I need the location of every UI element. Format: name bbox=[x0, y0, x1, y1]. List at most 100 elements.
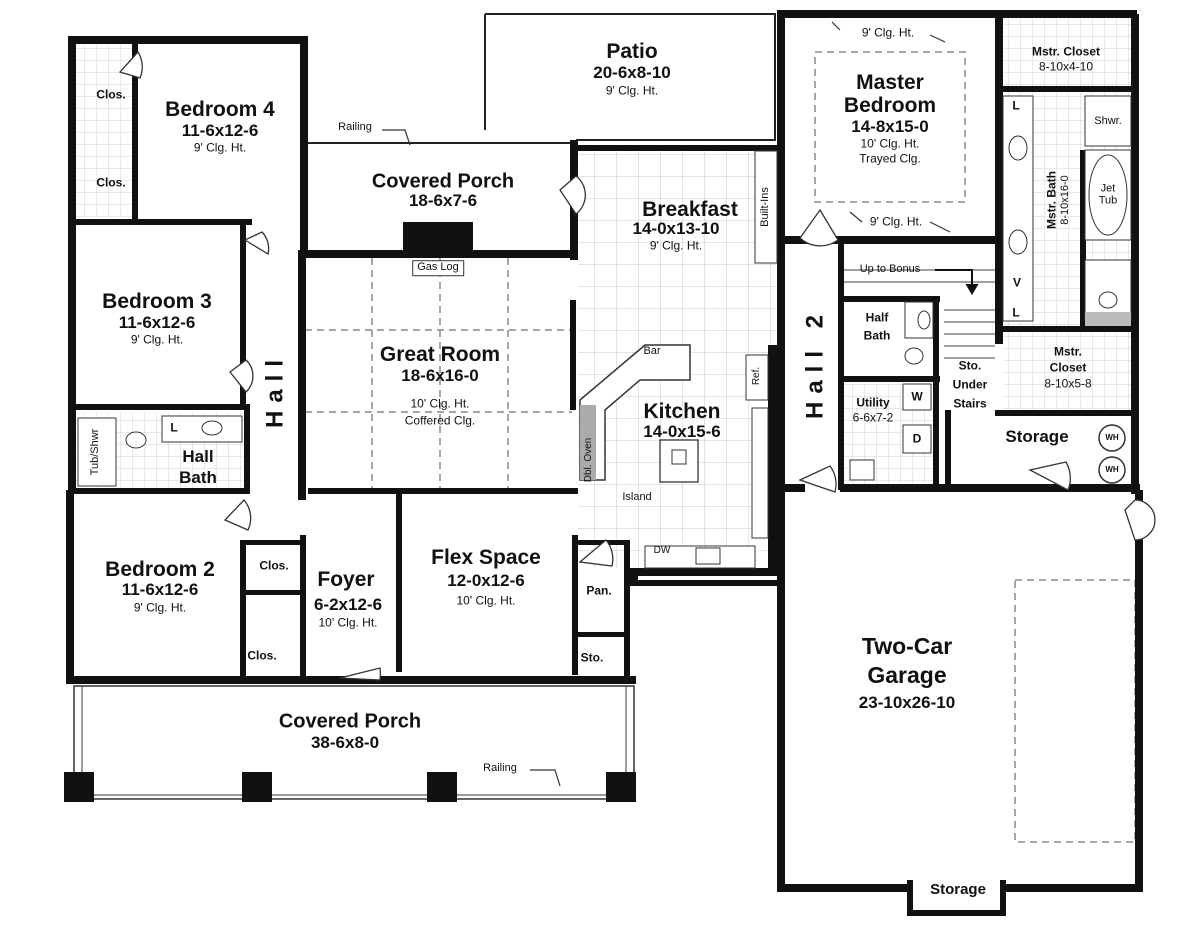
sto-under-stairs-2: Under bbox=[952, 377, 988, 392]
bar-label: Bar bbox=[643, 345, 661, 358]
half-bath-name-1: Half bbox=[865, 310, 889, 325]
hall-bath-lav-label: L bbox=[170, 420, 178, 435]
breakfast-dims: 14-0x13-10 bbox=[632, 219, 720, 239]
mstr-bath-name: Mstr. Bath bbox=[1044, 170, 1059, 230]
mstr-closet-bottom-name-2: Closet bbox=[1049, 360, 1087, 375]
ref-label: Ref. bbox=[750, 366, 762, 386]
sto-under-stairs-1: Sto. bbox=[958, 358, 982, 373]
garage-name-2: Garage bbox=[867, 661, 947, 688]
storage-small-label: Sto. bbox=[580, 650, 604, 665]
great-room-name: Great Room bbox=[379, 342, 501, 366]
dryer-label: D bbox=[912, 431, 922, 446]
gas-log-label: Gas Log bbox=[412, 260, 464, 276]
doors bbox=[118, 50, 1156, 681]
washer-label: W bbox=[911, 389, 923, 404]
water-heater-label-2: WH bbox=[1105, 464, 1119, 474]
dw-label: DW bbox=[653, 544, 671, 556]
master-ceiling-bottom: 9' Clg. Ht. bbox=[869, 214, 923, 229]
great-room-ceiling-type: Coffered Clg. bbox=[404, 413, 476, 428]
front-porch-dims: 38-6x8-0 bbox=[310, 733, 380, 753]
closet-label-1: Clos. bbox=[96, 87, 126, 102]
island-label: Island bbox=[622, 491, 652, 504]
clg-leaders bbox=[831, 21, 951, 233]
patio-outline bbox=[484, 13, 776, 141]
hall2-label: Hall 2 bbox=[801, 306, 829, 420]
mstr-closet-top-name: Mstr. Closet bbox=[1031, 44, 1101, 59]
hall-bath-name-2: Bath bbox=[179, 468, 217, 488]
storage-mid-name: Storage bbox=[1005, 427, 1069, 447]
garage-storage-name: Storage bbox=[930, 881, 986, 899]
front-porch-name: Covered Porch bbox=[278, 710, 422, 733]
bedroom4-ceiling: 9' Clg. Ht. bbox=[193, 140, 247, 155]
master-bedroom-ceiling: 10' Clg. Ht. bbox=[860, 136, 920, 151]
vanity-label: V bbox=[1012, 275, 1022, 290]
foyer-dims: 6-2x12-6 bbox=[313, 595, 383, 615]
sto-under-stairs-3: Stairs bbox=[953, 396, 987, 411]
patio-dims: 20-6x8-10 bbox=[593, 63, 671, 83]
breakfast-name: Breakfast bbox=[642, 197, 738, 221]
mstr-closet-bottom-name-1: Mstr. bbox=[1053, 344, 1083, 359]
master-bedroom-name-1: Master bbox=[856, 70, 924, 94]
shower-label: Shwr. bbox=[1094, 115, 1122, 128]
bath-fixtures bbox=[77, 95, 1132, 487]
mstr-bath-lav-label-1: L bbox=[1012, 98, 1020, 113]
rear-porch-dims: 18-6x7-6 bbox=[408, 191, 478, 211]
kitchen-name: Kitchen bbox=[643, 399, 721, 423]
mstr-closet-top-floor bbox=[1003, 18, 1135, 90]
pantry-label: Pan. bbox=[586, 583, 612, 598]
half-bath-name-2: Bath bbox=[863, 328, 891, 343]
master-ceiling-top: 9' Clg. Ht. bbox=[861, 25, 915, 40]
mstr-closet-bottom-floor bbox=[1003, 330, 1135, 415]
bedroom2-name: Bedroom 2 bbox=[105, 557, 215, 581]
bedroom3-name: Bedroom 3 bbox=[102, 289, 212, 313]
jet-tub-label: Jet Tub bbox=[1098, 182, 1118, 206]
hall-bath-name-1: Hall bbox=[182, 447, 214, 467]
great-room-dims: 18-6x16-0 bbox=[401, 366, 479, 386]
tray-ceiling bbox=[814, 51, 966, 203]
up-to-bonus-label: Up to Bonus bbox=[859, 263, 921, 276]
flex-space-ceiling: 10' Clg. Ht. bbox=[456, 593, 516, 608]
walls bbox=[66, 10, 1143, 916]
utility-dims: 6-6x7-2 bbox=[852, 410, 894, 425]
railing-label-front: Railing bbox=[483, 762, 517, 775]
mstr-bath-dims: 8-10x16-0 bbox=[1059, 175, 1072, 225]
front-porch bbox=[64, 685, 636, 802]
foyer-name: Foyer bbox=[317, 567, 375, 591]
rear-porch-name: Covered Porch bbox=[371, 170, 515, 193]
garage-dims: 23-10x26-10 bbox=[858, 693, 956, 713]
utility-name: Utility bbox=[856, 395, 890, 410]
water-heater-label-1: WH bbox=[1105, 432, 1119, 442]
garage-parking-area bbox=[1014, 579, 1136, 843]
kitchen-fixtures bbox=[579, 150, 778, 569]
master-bedroom-name-2: Bedroom bbox=[843, 93, 937, 117]
dbl-oven-label: Dbl. Oven bbox=[582, 437, 594, 483]
patio-ceiling: 9' Clg. Ht. bbox=[605, 83, 659, 98]
bedroom3-ceiling: 9' Clg. Ht. bbox=[130, 332, 184, 347]
mstr-closet-top-dims: 8-10x4-10 bbox=[1038, 59, 1094, 74]
bedroom2-ceiling: 9' Clg. Ht. bbox=[133, 600, 187, 615]
master-bedroom-dims: 14-8x15-0 bbox=[851, 117, 929, 137]
closet-label-3: Clos. bbox=[259, 558, 289, 573]
master-bedroom-ceiling-type: Trayed Clg. bbox=[859, 151, 921, 166]
stairs bbox=[844, 269, 995, 359]
closet-label-2: Clos. bbox=[96, 175, 126, 190]
mstr-bath-lav-label-2: L bbox=[1012, 305, 1020, 320]
patio-name: Patio bbox=[606, 39, 658, 63]
flex-space-dims: 12-0x12-6 bbox=[447, 571, 525, 591]
bedroom4-dims: 11-6x12-6 bbox=[181, 121, 259, 141]
hall-label: Hall bbox=[261, 351, 289, 429]
built-ins-label: Built-Ins bbox=[759, 187, 772, 227]
railing-label-rear: Railing bbox=[338, 121, 372, 134]
tub-shower-label: Tub/Shwr bbox=[89, 428, 102, 476]
bedroom2-dims: 11-6x12-6 bbox=[121, 580, 199, 600]
breakfast-ceiling: 9' Clg. Ht. bbox=[649, 238, 703, 253]
kitchen-dims: 14-0x15-6 bbox=[643, 422, 721, 442]
closet-label-4: Clos. bbox=[247, 648, 277, 663]
bedroom4-name: Bedroom 4 bbox=[165, 97, 275, 121]
mstr-closet-bottom-dims: 8-10x5-8 bbox=[1044, 376, 1092, 391]
bedroom3-dims: 11-6x12-6 bbox=[118, 313, 196, 333]
great-room-ceiling: 10' Clg. Ht. bbox=[410, 396, 470, 411]
railing-leaders bbox=[382, 129, 561, 787]
flex-space-name: Flex Space bbox=[431, 545, 541, 569]
